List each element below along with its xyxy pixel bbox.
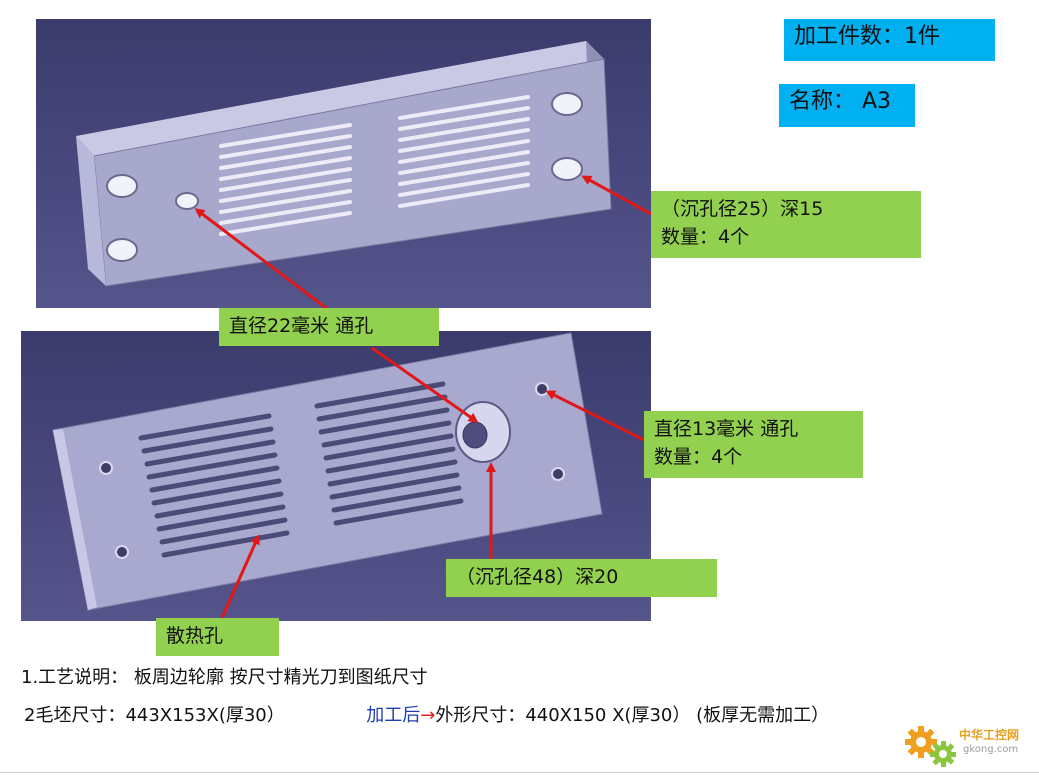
footer-divider bbox=[0, 772, 1039, 773]
through-hole-13-callout: 直径13毫米 通孔 数量：4个 bbox=[644, 411, 863, 478]
plate-top-face bbox=[76, 41, 604, 156]
counterbore-25-count: 数量：4个 bbox=[661, 226, 750, 248]
quantity-label: 加工件数：1件 bbox=[784, 19, 995, 61]
vent-holes-callout: 散热孔 bbox=[156, 618, 279, 656]
arrow-to-vent-holes bbox=[220, 534, 260, 619]
thickness-note-text: (板厚无需加工） bbox=[696, 705, 830, 726]
arrow-to-hole-13 bbox=[545, 390, 645, 442]
watermark-url: gkong.com bbox=[963, 744, 1019, 755]
vent-slots-bottom-right bbox=[314, 381, 464, 526]
name-text: 名称： A3 bbox=[789, 89, 892, 114]
blank-size-text: 2毛坯尺寸：443X153X(厚30） bbox=[24, 705, 285, 726]
through-hole-13-count: 数量：4个 bbox=[654, 446, 743, 468]
through-hole-22-callout: 直径22毫米 通孔 bbox=[219, 308, 439, 346]
after-machining-text: 加工后 bbox=[366, 705, 421, 726]
arrow-to-counterbore-25 bbox=[581, 175, 652, 216]
vent-holes-text: 散热孔 bbox=[166, 625, 224, 647]
vent-slots-bottom-left bbox=[138, 413, 290, 558]
arrow-to-hole-22-bottom bbox=[371, 346, 479, 423]
counterbore-48-callout: （沉孔径48）深20 bbox=[446, 559, 717, 597]
process-note: 1.工艺说明： 板周边轮廓 按尺寸精光刀到图纸尺寸 bbox=[21, 663, 428, 689]
plate-edge bbox=[53, 429, 97, 610]
vent-slots-left bbox=[219, 123, 352, 236]
name-label: 名称： A3 bbox=[779, 84, 915, 127]
through-holes-13 bbox=[99, 382, 565, 559]
counterbore-25-spec: （沉孔径25）深15 bbox=[661, 198, 824, 220]
counterbore-holes bbox=[106, 92, 583, 262]
plate-left-face bbox=[76, 136, 106, 286]
through-hole-22-text: 直径22毫米 通孔 bbox=[229, 315, 374, 337]
counterbore-48-text: （沉孔径48）深20 bbox=[456, 566, 619, 588]
counterbore-25-callout: （沉孔径25）深15 数量：4个 bbox=[651, 191, 921, 258]
arrow-to-hole-22-top bbox=[194, 208, 331, 313]
watermark-name: 中华工控网 bbox=[959, 728, 1020, 742]
size-note: 2毛坯尺寸：443X153X(厚30） 加工后→外形尺寸：440X150 X(厚… bbox=[24, 701, 829, 727]
through-hole-13-spec: 直径13毫米 通孔 bbox=[654, 418, 799, 440]
process-note-text: 1.工艺说明： 板周边轮廓 按尺寸精光刀到图纸尺寸 bbox=[21, 667, 428, 688]
vent-slots-right bbox=[398, 95, 530, 208]
gear-icon bbox=[905, 726, 956, 767]
watermark: 中华工控网 gkong.com bbox=[905, 722, 1035, 772]
arrow-glyph: → bbox=[420, 705, 436, 726]
final-size-text: 外形尺寸：440X150 X(厚30） bbox=[435, 705, 691, 726]
quantity-text: 加工件数：1件 bbox=[794, 24, 940, 49]
